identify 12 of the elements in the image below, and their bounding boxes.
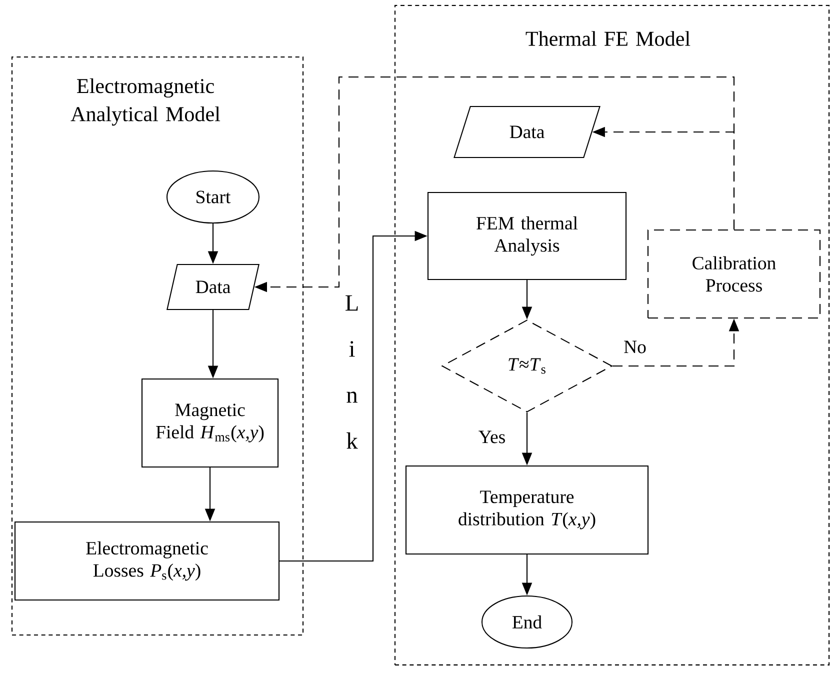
edge-label: Yes xyxy=(477,430,507,444)
end-terminal: End xyxy=(481,595,573,649)
process-box: Electromagnetic Losses P$_{s}$(x,y) xyxy=(14,521,280,601)
process-box: FEM thermal Analysis xyxy=(427,192,627,280)
start-terminal: Start xyxy=(166,170,260,224)
process-box: Calibration Process xyxy=(647,229,821,319)
data-parallelogram: Data xyxy=(454,106,600,158)
edge-label: Link xyxy=(346,295,358,449)
data-parallelogram: Data xyxy=(166,264,260,310)
process-box: Magnetic Field H$_{ms}$(x,y) xyxy=(141,378,279,468)
edge-label: No xyxy=(622,340,648,354)
process-box: Temperature distribution T(x,y) xyxy=(405,465,649,555)
